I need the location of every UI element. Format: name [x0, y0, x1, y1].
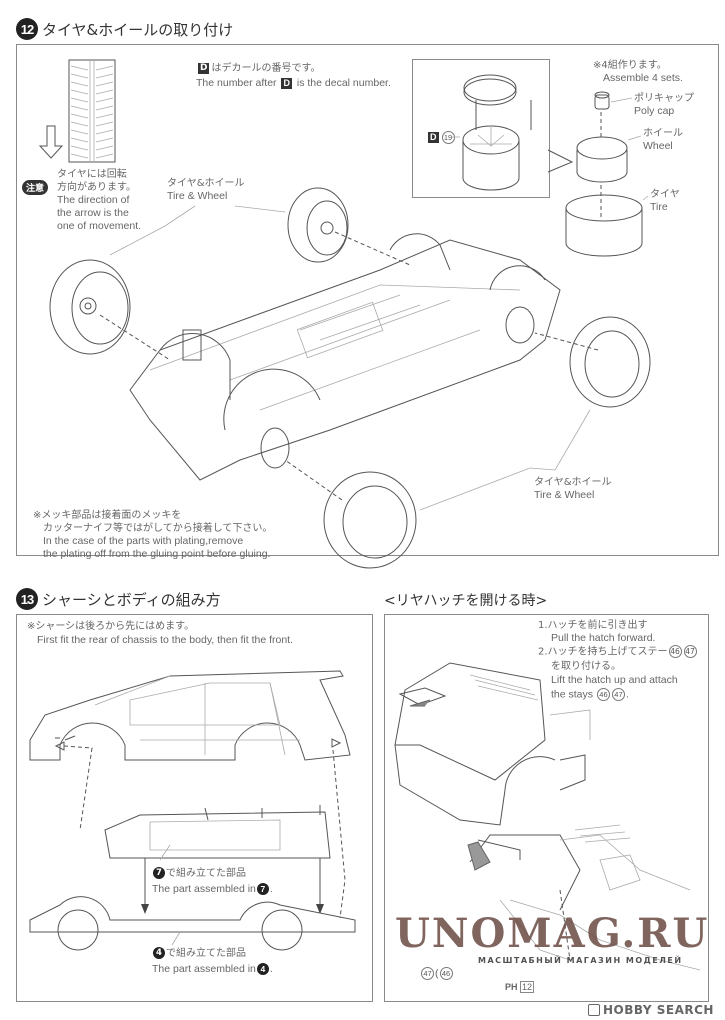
decal-number: 19	[441, 131, 455, 144]
section-12-panel	[16, 44, 719, 556]
step-4-badge: 4	[153, 947, 165, 959]
chassis-note-jp: ※シャーシは後ろから先にはめます。	[27, 621, 195, 632]
plating-note-en-1: In the case of the parts with plating,re…	[43, 535, 244, 547]
caution-text-en-2: the arrow is the	[57, 207, 129, 219]
unomag-watermark-subtitle: МАСШТАБНЫЙ МАГАЗИН МОДЕЛЕЙ	[478, 956, 683, 965]
section-12-title: 12 タイヤ&ホイールの取り付け	[16, 18, 233, 40]
direction-arrow-icon	[38, 125, 64, 159]
chassis-note-en: First fit the rear of chassis to the bod…	[37, 634, 294, 646]
plating-note-jp-1: ※メッキ部品は接着面のメッキを	[33, 510, 182, 521]
step-number-badge: 13	[16, 588, 38, 610]
part-47-badge: 47	[611, 688, 625, 701]
decal-note-en: The number after D is the decal number.	[196, 77, 391, 90]
part-46-badge: 46	[439, 967, 453, 980]
step-number-badge: 12	[16, 18, 38, 40]
hatch-step2-en-text: the stays	[551, 688, 594, 701]
stays-47-46-label: 47(46	[420, 967, 454, 980]
plating-note-en-2: the plating off from the gluing point be…	[43, 548, 271, 560]
part-46-badge: 46	[596, 688, 610, 701]
period: .	[269, 963, 273, 975]
caution-badge-text: 注意	[22, 180, 49, 195]
hobby-search-text: HOBBY SEARCH	[603, 1003, 714, 1017]
part7-en-text: The part assembled in	[152, 883, 256, 895]
wheel-detail-inset	[412, 59, 550, 198]
assemble-note-en: Assemble 4 sets.	[603, 72, 683, 84]
poly-cap-label-en: Poly cap	[634, 105, 675, 117]
period: .	[625, 688, 629, 701]
decal-note-en-prefix: The number after	[196, 77, 277, 89]
ph-number: 12	[520, 981, 535, 993]
tire-label-en: Tire	[650, 201, 668, 213]
section-13-panel	[16, 614, 373, 1002]
section-13-heading: シャーシとボディの組み方	[42, 590, 221, 609]
paren: (	[435, 967, 439, 980]
ph-12-label: PH 12	[505, 981, 535, 993]
period: .	[269, 883, 273, 895]
caution-badge: 注意	[22, 176, 49, 195]
tire-wheel-label-jp: タイヤ&ホイール	[167, 178, 245, 189]
hatch-step2-jp-2: を取り付ける。	[551, 661, 621, 672]
ph-label: PH	[505, 982, 518, 992]
tire-wheel-label-en: Tire & Wheel	[167, 190, 228, 202]
hatch-step1-jp: 1.ハッチを前に引き出す	[538, 620, 648, 631]
step-7-badge: 7	[256, 883, 269, 896]
hatch-step2-jp-text: 2.ハッチを持ち上げてステー	[538, 646, 668, 658]
decal-letter-icon: D	[198, 62, 210, 74]
part4-jp-text: で組み立てた部品	[166, 948, 246, 959]
poly-cap-label-jp: ポリキャップ	[634, 93, 694, 104]
part-47-badge: 47	[421, 967, 434, 980]
tire-wheel-label-bottom-jp: タイヤ&ホイール	[534, 477, 612, 488]
caution-text-en-3: one of movement.	[57, 220, 142, 232]
decal-letter-icon: D	[428, 132, 439, 143]
unomag-watermark: UNOMAG.RU	[395, 910, 710, 957]
step-7-badge: 7	[153, 867, 165, 879]
tire-label-jp: タイヤ	[650, 189, 680, 200]
wheel-label-en: Wheel	[643, 140, 673, 152]
section-13-title: 13 シャーシとボディの組み方	[16, 588, 221, 610]
caution-text-jp-2: 方向があります。	[57, 182, 136, 193]
rear-hatch-title: <リヤハッチを開ける時>	[384, 593, 548, 609]
part-47-badge: 47	[683, 645, 697, 658]
decal-letter-icon: D	[281, 77, 292, 89]
decal-note-jp-text: はデカールの番号です。	[211, 63, 321, 74]
section-12-heading: タイヤ&ホイールの取り付け	[42, 20, 234, 39]
caution-text-en-1: The direction of	[57, 194, 130, 206]
hatch-step1-en: Pull the hatch forward.	[551, 632, 656, 644]
hobby-search-logo: HOBBY SEARCH	[588, 1003, 714, 1017]
hatch-step2-en-1: Lift the hatch up and attach	[551, 674, 678, 686]
decal-note-en-suffix: is the decal number.	[296, 77, 391, 89]
step-4-badge: 4	[256, 963, 269, 976]
wheel-label-jp: ホイール	[643, 128, 683, 139]
tire-wheel-label-bottom-en: Tire & Wheel	[534, 489, 595, 501]
part-46-badge: 46	[668, 645, 682, 658]
hobby-search-icon	[588, 1004, 600, 1016]
plating-note-jp-2: カッターナイフ等ではがしてから接着して下さい。	[43, 523, 273, 534]
assemble-note-jp: ※4組作ります。	[593, 60, 667, 71]
part4-en-text: The part assembled in	[152, 963, 256, 975]
caution-text-jp-1: タイヤには回転	[57, 169, 127, 180]
part7-jp-text: で組み立てた部品	[166, 868, 246, 879]
rear-hatch-panel	[384, 614, 709, 1002]
